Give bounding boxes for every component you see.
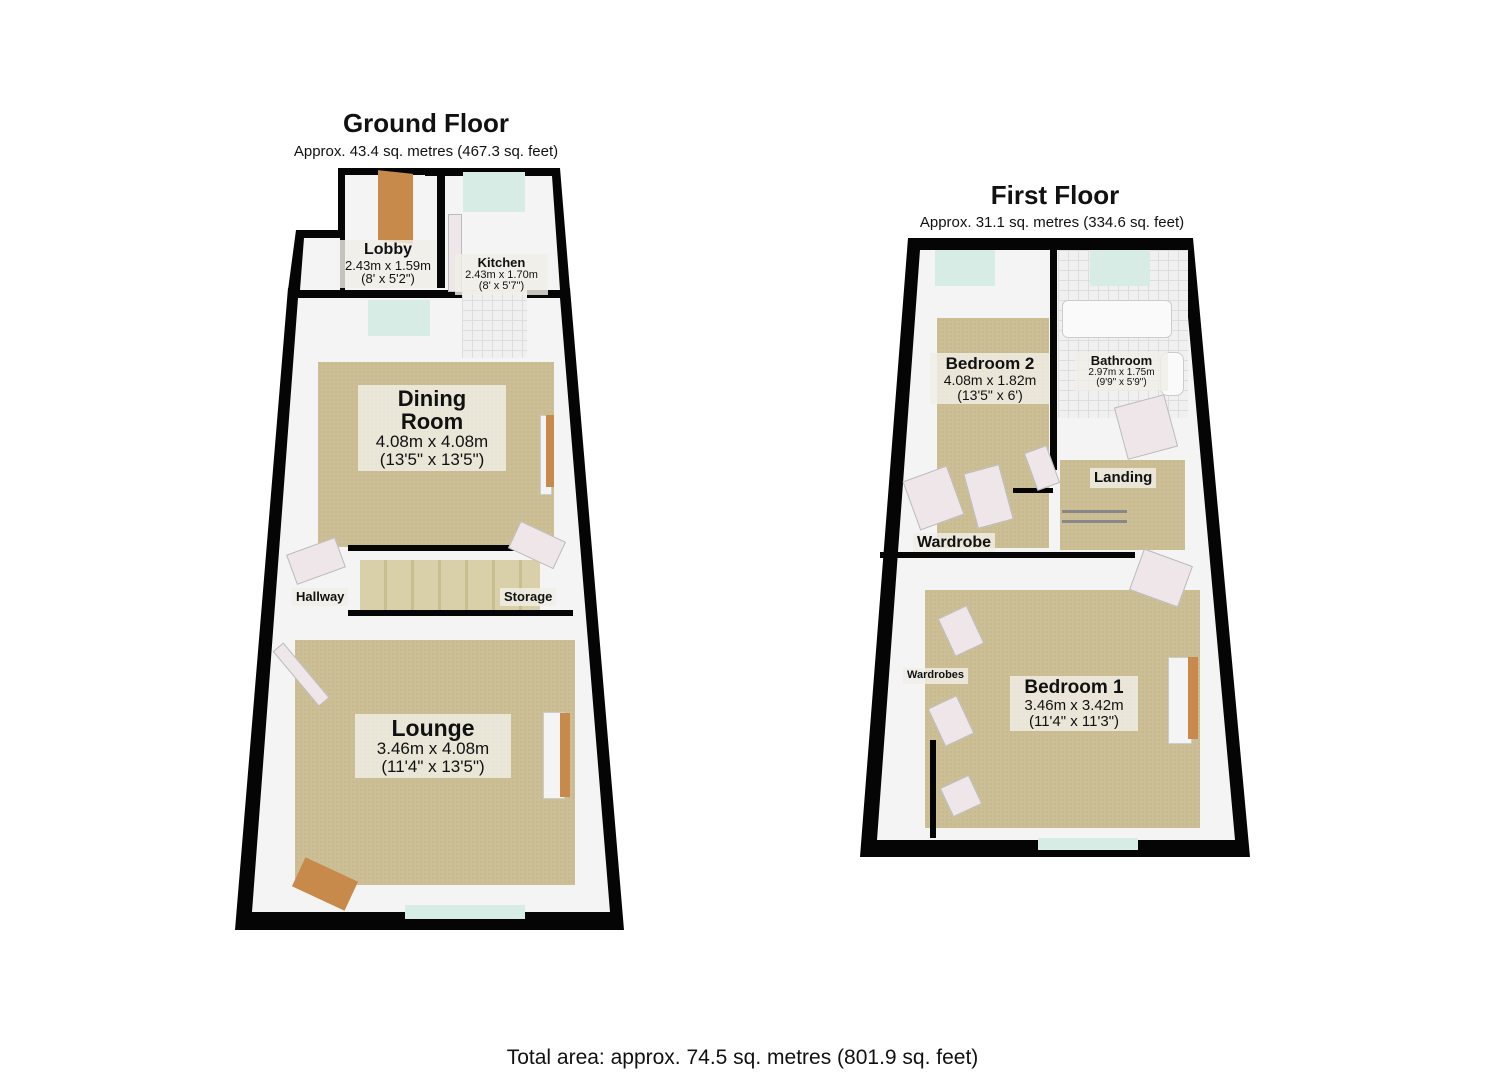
room-label-lounge: Lounge 3.46m x 4.08m (11'4" x 13'5") <box>355 714 511 778</box>
lounge-shelf <box>560 713 570 797</box>
dining-window <box>368 300 430 336</box>
bedroom2-bathroom-wall <box>1050 240 1057 470</box>
room-label-lobby: Lobby 2.43m x 1.59m (8' x 5'2") <box>340 240 436 289</box>
kitchen-window <box>463 172 525 212</box>
stairs-wall-top <box>348 545 548 551</box>
lounge-window <box>405 905 525 919</box>
bedroom1-window <box>1038 838 1138 850</box>
room-label-kitchen: Kitchen 2.43m x 1.70m (8' x 5'7") <box>455 254 548 295</box>
room-label-dining-room: Dining Room 4.08m x 4.08m (13'5" x 13'5"… <box>358 385 506 471</box>
first-floor-area: Approx. 31.1 sq. metres (334.6 sq. feet) <box>919 214 1185 231</box>
stair-rail-1 <box>1062 510 1127 513</box>
room-label-landing: Landing <box>1090 468 1157 488</box>
stair-well-wall <box>1013 488 1053 493</box>
bedroom1-top-wall <box>880 552 1135 558</box>
kitchen-floor <box>462 290 527 358</box>
room-label-storage: Storage <box>500 588 557 606</box>
room-label-wardrobes: Wardrobes <box>903 668 969 684</box>
ground-floor-title: Ground Floor <box>342 108 510 138</box>
bedroom2-window <box>935 250 995 286</box>
front-door <box>378 170 413 244</box>
bedroom1-shelf <box>1188 657 1198 739</box>
stairs-wall-bottom <box>348 610 573 616</box>
bathroom-window <box>1090 250 1150 286</box>
dining-shelf <box>546 415 554 487</box>
total-area: Total area: approx. 74.5 sq. metres (801… <box>506 1046 979 1069</box>
room-label-bedroom-1: Bedroom 1 3.46m x 3.42m (11'4" x 11'3") <box>1010 676 1138 732</box>
ground-floor-area: Approx. 43.4 sq. metres (467.3 sq. feet) <box>293 143 559 160</box>
room-label-wardrobe: Wardrobe <box>913 533 996 554</box>
room-label-hallway: Hallway <box>292 588 349 606</box>
stair-rail-2 <box>1062 520 1127 523</box>
room-label-bedroom-2: Bedroom 2 4.08m x 1.82m (13'5" x 6') <box>930 353 1050 405</box>
bathtub <box>1062 300 1172 338</box>
room-label-bathroom: Bathroom 2.97m x 1.75m (9'9" x 5'9") <box>1075 352 1168 391</box>
wardrobes-wall <box>930 740 936 838</box>
first-floor-title: First Floor <box>990 180 1120 210</box>
lobby-kitchen-wall <box>437 168 445 288</box>
